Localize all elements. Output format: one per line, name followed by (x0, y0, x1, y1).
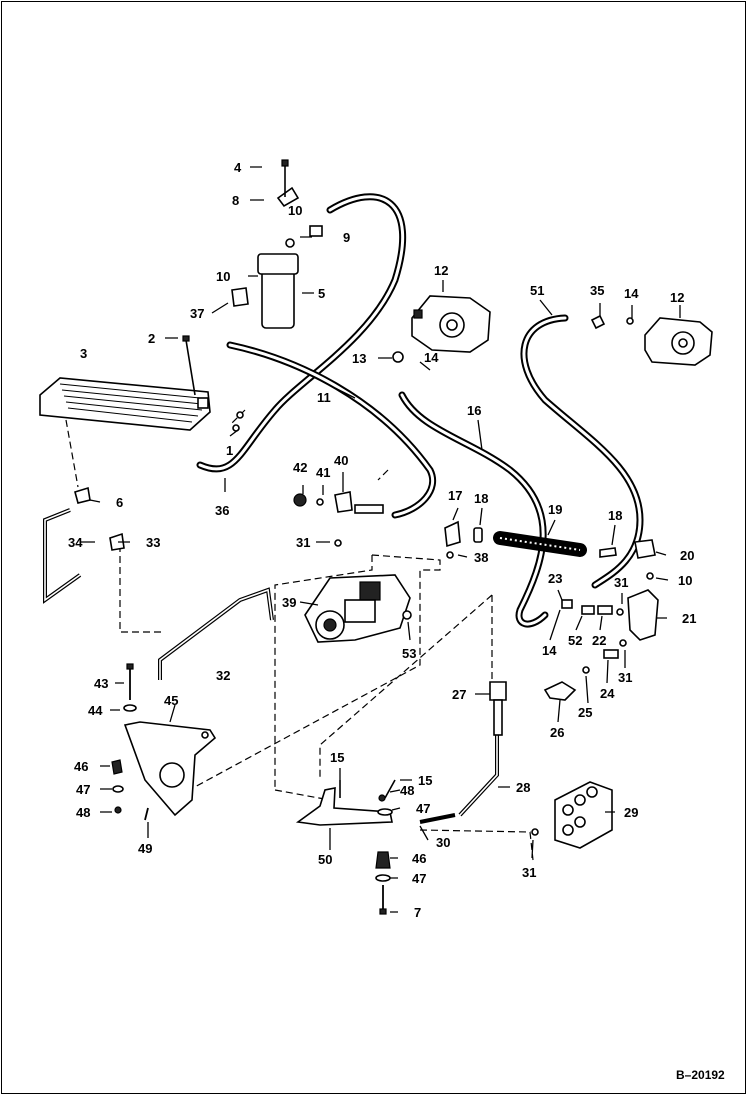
callout-label: 14 (542, 643, 557, 658)
callout-label: 22 (592, 633, 606, 648)
hoses (196, 193, 644, 628)
callout-label: 31 (296, 535, 310, 550)
drawing-reference-number: B–20192 (676, 1068, 725, 1082)
callout-label: 27 (452, 687, 466, 702)
cooler-fittings (74, 335, 244, 551)
callout-label: 51 (530, 283, 544, 298)
leader-lines (80, 166, 681, 913)
center-fittings (293, 491, 483, 559)
dashed-reference-lines (65, 409, 534, 861)
callout-label: 44 (88, 703, 103, 718)
right-valve-fittings (561, 539, 659, 674)
callout-label: 37 (190, 306, 204, 321)
lower-bracket (295, 779, 396, 915)
callout-label: 42 (293, 460, 307, 475)
callout-label: 48 (400, 783, 414, 798)
callout-label: 47 (76, 782, 90, 797)
left-bracket (111, 663, 217, 821)
callout-label: 40 (334, 453, 348, 468)
callout-label: 7 (414, 905, 421, 920)
callout-label: 52 (568, 633, 582, 648)
callout-label: 35 (590, 283, 604, 298)
callout-label: 16 (467, 403, 481, 418)
oil-cooler (39, 377, 211, 431)
callout-label: 46 (412, 851, 426, 866)
callout-label: 31 (522, 865, 536, 880)
callout-numbers: 4 8 10 9 10 5 37 2 3 11 1 36 6 34 33 12 … (68, 160, 696, 920)
callout-label: 39 (282, 595, 296, 610)
callout-label: 18 (474, 491, 488, 506)
callout-label: 21 (682, 611, 696, 626)
callout-label: 31 (614, 575, 628, 590)
callout-label: 14 (624, 286, 639, 301)
hydraulic-filter (231, 159, 323, 329)
callout-label: 23 (548, 571, 562, 586)
callout-label: 3 (80, 346, 87, 361)
pump-right (590, 314, 713, 366)
callout-label: 11 (317, 390, 331, 405)
callout-label: 15 (330, 750, 344, 765)
callout-label: 15 (418, 773, 432, 788)
callout-label: 36 (215, 503, 229, 518)
callout-label: 1 (226, 443, 233, 458)
callout-label: 49 (138, 841, 152, 856)
callout-label: 50 (318, 852, 332, 867)
callout-label: 28 (516, 780, 530, 795)
callout-label: 13 (352, 351, 366, 366)
callout-label: 2 (148, 331, 155, 346)
callout-label: 14 (424, 350, 439, 365)
callout-label: 29 (624, 805, 638, 820)
callout-label: 46 (74, 759, 88, 774)
callout-label: 4 (234, 160, 242, 175)
callout-label: 53 (402, 646, 416, 661)
callout-label: 34 (68, 535, 83, 550)
callout-label: 47 (416, 801, 430, 816)
hydrostatic-pump (304, 574, 412, 643)
callout-label: 9 (343, 230, 350, 245)
callout-label: 19 (548, 502, 562, 517)
callout-label: 38 (474, 550, 488, 565)
callout-label: 18 (608, 508, 622, 523)
callout-label: 10 (216, 269, 230, 284)
callout-label: 10 (288, 203, 302, 218)
callout-label: 25 (578, 705, 592, 720)
callout-label: 47 (412, 871, 426, 886)
callout-label: 26 (550, 725, 564, 740)
callout-label: 24 (600, 686, 615, 701)
callout-label: 10 (678, 573, 692, 588)
callout-label: 12 (670, 290, 684, 305)
callout-label: 48 (76, 805, 90, 820)
callout-label: 20 (680, 548, 694, 563)
control-valve (531, 781, 613, 849)
callout-label: 17 (448, 488, 462, 503)
callout-label: 41 (316, 465, 330, 480)
callout-label: 31 (618, 670, 632, 685)
pump-left (392, 295, 491, 363)
callout-label: 5 (318, 286, 325, 301)
callout-label: 45 (164, 693, 178, 708)
callout-label: 12 (434, 263, 448, 278)
callout-label: 30 (436, 835, 450, 850)
callout-label: 43 (94, 676, 108, 691)
callout-label: 32 (216, 668, 230, 683)
callout-label: 33 (146, 535, 160, 550)
rigid-tubes (43, 508, 499, 824)
callout-label: 6 (116, 495, 123, 510)
callout-label: 8 (232, 193, 239, 208)
